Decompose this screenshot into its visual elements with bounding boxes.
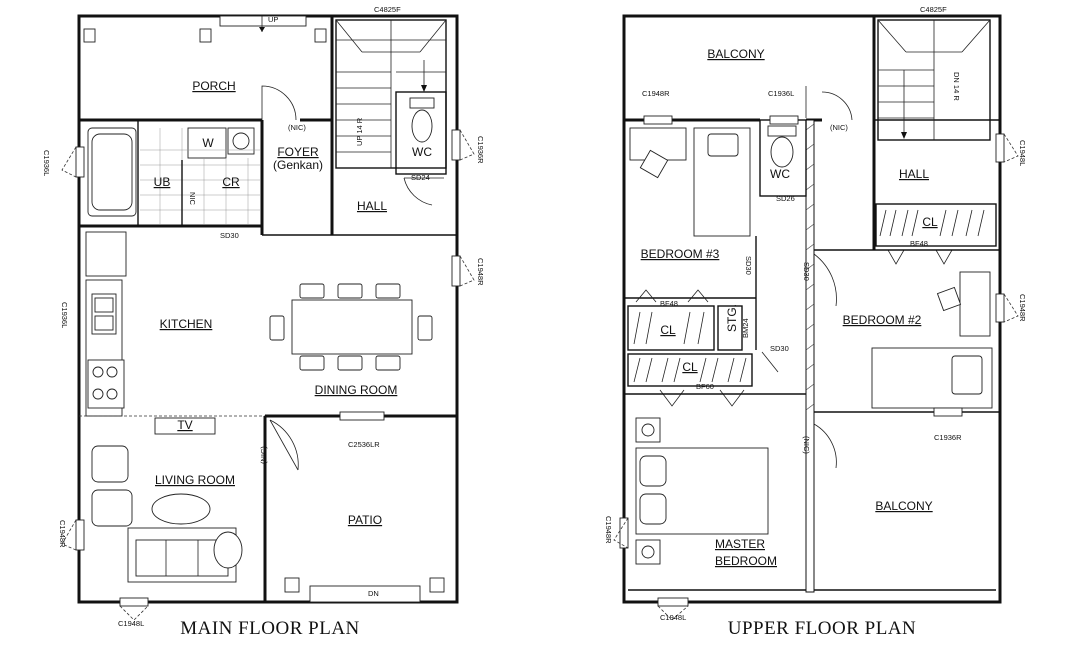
c1936l-ub-tag: C1936L xyxy=(42,150,51,176)
cl2-label: CL xyxy=(682,360,698,374)
nic-hall-tag: (NIC) xyxy=(830,123,848,132)
dining-room-label: DINING ROOM xyxy=(315,383,398,397)
sd26-tag: SD26 xyxy=(776,194,795,203)
c1948r-dining-tag: C1948R xyxy=(476,258,485,286)
c1948r-living-tag: C1948R xyxy=(58,520,67,548)
c1936l-kitchen-tag: C1936L xyxy=(60,302,69,328)
master-label-2: BEDROOM xyxy=(715,554,777,568)
bedroom2-label: BEDROOM #2 xyxy=(843,313,922,327)
c2536lr-tag: C2536LR xyxy=(348,440,380,449)
balcony-top-label: BALCONY xyxy=(707,47,764,61)
sd30-c-tag: SD30 xyxy=(770,344,789,353)
kitchen-label: KITCHEN xyxy=(160,317,213,331)
c1948l-master-tag: C1948L xyxy=(660,613,686,622)
up14r-tag: UP 14 R xyxy=(355,117,364,146)
stg-label: STG. xyxy=(725,304,739,332)
bf60-tag: BF60 xyxy=(696,382,714,391)
cl-hall-label: CL xyxy=(922,215,938,229)
foyer-label: FOYER xyxy=(277,145,319,159)
w-label: W xyxy=(202,136,214,150)
upper-floor-plan xyxy=(613,14,1019,621)
c4825f-main-tag: C4825F xyxy=(374,5,401,14)
hall-upper-label: HALL xyxy=(899,167,929,181)
tv-label: TV xyxy=(177,418,192,432)
upper-floor-title: UPPER FLOOR PLAN xyxy=(728,618,917,639)
c1936l-upper-tag: C1936L xyxy=(768,89,794,98)
porch-label: PORCH xyxy=(192,79,235,93)
bf48-hall-tag: BF48 xyxy=(910,239,928,248)
main-floor-title: MAIN FLOOR PLAN xyxy=(180,618,360,639)
cr-label: CR xyxy=(222,175,240,189)
hall-main-label: HALL xyxy=(357,199,387,213)
bf48-b3-tag: BF48 xyxy=(660,299,678,308)
c1936r-upper-tag: C1936R xyxy=(934,433,962,442)
wc-main-label: WC xyxy=(412,145,432,159)
bm24-tag: BM24 xyxy=(741,318,750,338)
bedroom3-label: BEDROOM #3 xyxy=(641,247,720,261)
c4825f-upper-tag: C4825F xyxy=(920,5,947,14)
balcony-bottom-label: BALCONY xyxy=(875,499,932,513)
dn-patio-tag: DN xyxy=(368,589,379,598)
nic-foyer-tag: (NIC) xyxy=(288,123,306,132)
sd24-tag: SD24 xyxy=(411,173,430,182)
patio-label: PATIO xyxy=(348,513,382,527)
c1948r-b2-tag: C1948R xyxy=(1018,294,1027,322)
ub-label: UB xyxy=(154,175,171,189)
sd30-b-tag: SD30 xyxy=(802,262,811,281)
wc-upper-label: WC xyxy=(770,167,790,181)
living-room-label: LIVING ROOM xyxy=(155,473,235,487)
c1948l-main-tag: C1948L xyxy=(118,619,144,628)
nic-living-tag: (NIC) xyxy=(259,446,268,464)
nic-balcony-tag: (NIC) xyxy=(802,436,811,454)
dn14r-tag: DN 14 R xyxy=(952,72,961,101)
c1948l-right-tag: C1948L xyxy=(1018,140,1027,166)
foyer-sub-label: (Genkan) xyxy=(273,158,323,172)
sd30-a-tag: SD30 xyxy=(744,256,753,275)
master-label-1: MASTER xyxy=(715,537,765,551)
nic-ub-tag: NIC xyxy=(188,192,197,206)
c1936r-tag: C1936R xyxy=(476,136,485,164)
c1948r-top-tag: C1948R xyxy=(642,89,670,98)
c1948r-master-tag: C1948R xyxy=(604,516,613,544)
cl1-label: CL xyxy=(660,323,676,337)
up-porch-tag: UP xyxy=(268,15,278,24)
main-floor-plan xyxy=(61,14,475,621)
sd30-main-tag: SD30 xyxy=(220,231,239,240)
